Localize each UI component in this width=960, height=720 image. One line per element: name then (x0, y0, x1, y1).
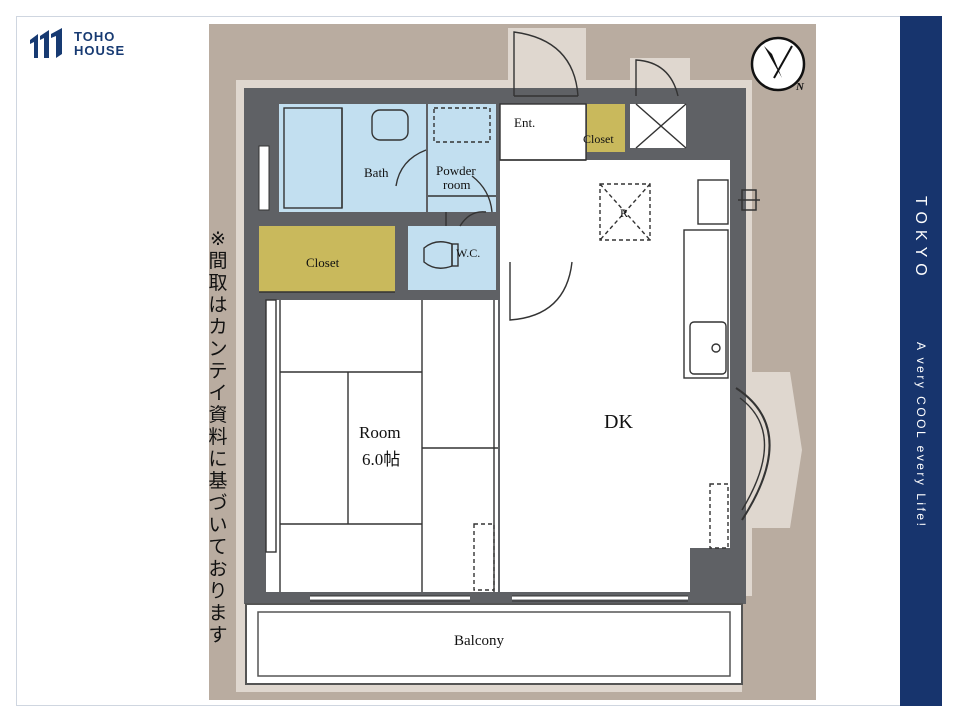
note-char: ※ (210, 228, 226, 250)
closet-entry-floor (587, 104, 625, 152)
note-char: に (208, 448, 228, 470)
wc-door-swing (459, 211, 487, 227)
side-banner: TOKYO A very COOL every Life! (900, 16, 942, 706)
storage-dashed (709, 483, 729, 549)
window-left (265, 299, 277, 553)
mech-door-swing (635, 59, 679, 97)
brand-line2: HOUSE (74, 43, 126, 58)
note-char: ン (208, 338, 228, 360)
powder-sink (433, 107, 491, 143)
dk-floor (500, 160, 730, 592)
bay-window (735, 387, 771, 521)
sliding-door (473, 523, 495, 591)
powder-floor (428, 104, 496, 212)
label-entrance: Ent. (514, 115, 535, 130)
dk-door-swing (509, 261, 573, 321)
closet-main-floor (259, 226, 395, 292)
stove-box (697, 179, 729, 225)
fridge-space (599, 183, 651, 241)
left-wall-window (258, 145, 270, 211)
floor-plan: N Ent. Closet Bath Powder room Closet W.… (209, 24, 816, 700)
note-char: テ (208, 360, 228, 382)
side-banner-title: TOKYO (912, 196, 929, 282)
bath-door-swing (395, 149, 427, 187)
note-char: は (208, 294, 228, 316)
label-dk: DK (604, 411, 633, 433)
note-char: 間 (208, 250, 228, 272)
kitchen-sink (689, 321, 727, 375)
label-room-name: Room (359, 423, 401, 442)
label-powder-room-1: Powder (436, 163, 476, 178)
label-powder-room-2: room (443, 177, 470, 192)
compass-north-label: N (795, 81, 805, 93)
note-char: す (208, 624, 228, 646)
note-char: て (208, 536, 228, 558)
brand-logo[interactable]: TOHO HOUSE (28, 28, 125, 60)
label-refrigerator: R (620, 206, 628, 220)
toho-house-logo-icon (30, 28, 62, 58)
note-char: お (208, 558, 228, 580)
label-bath: Bath (364, 165, 389, 180)
bath-basin-mark (371, 109, 409, 141)
label-balcony: Balcony (454, 633, 504, 649)
bath-floor (279, 104, 426, 212)
label-room-size: 6.0帖 (362, 450, 400, 469)
note-char: 資 (208, 404, 228, 426)
note-char: 取 (208, 272, 228, 294)
note-char: 料 (208, 426, 228, 448)
label-wc: W.C. (456, 246, 480, 260)
brand-name: TOHO HOUSE (74, 30, 125, 58)
brand-line1: TOHO (74, 29, 116, 44)
note-char: イ (208, 382, 228, 404)
compass-circle (750, 36, 806, 92)
room-floor (266, 300, 498, 592)
label-closet-entry: Closet (583, 132, 614, 146)
front-door-swing (513, 31, 579, 97)
north-compass: N (750, 36, 806, 93)
note-char: 基 (208, 470, 228, 492)
toilet (423, 241, 459, 269)
note-char: ま (208, 602, 228, 624)
note-char: り (208, 580, 228, 602)
side-banner-tagline: A very COOL every Life! (914, 342, 928, 529)
balcony-rail (257, 611, 731, 677)
powder-door-swing (471, 175, 493, 213)
balcony-area (245, 603, 743, 685)
kitchen-counter (683, 229, 729, 379)
floorplan-note: ※間取はカンテイ資料に基づいております (204, 228, 232, 646)
note-char: カ (208, 316, 228, 338)
note-char: い (208, 514, 228, 536)
note-char: づ (208, 492, 228, 514)
label-closet-main: Closet (306, 255, 340, 270)
